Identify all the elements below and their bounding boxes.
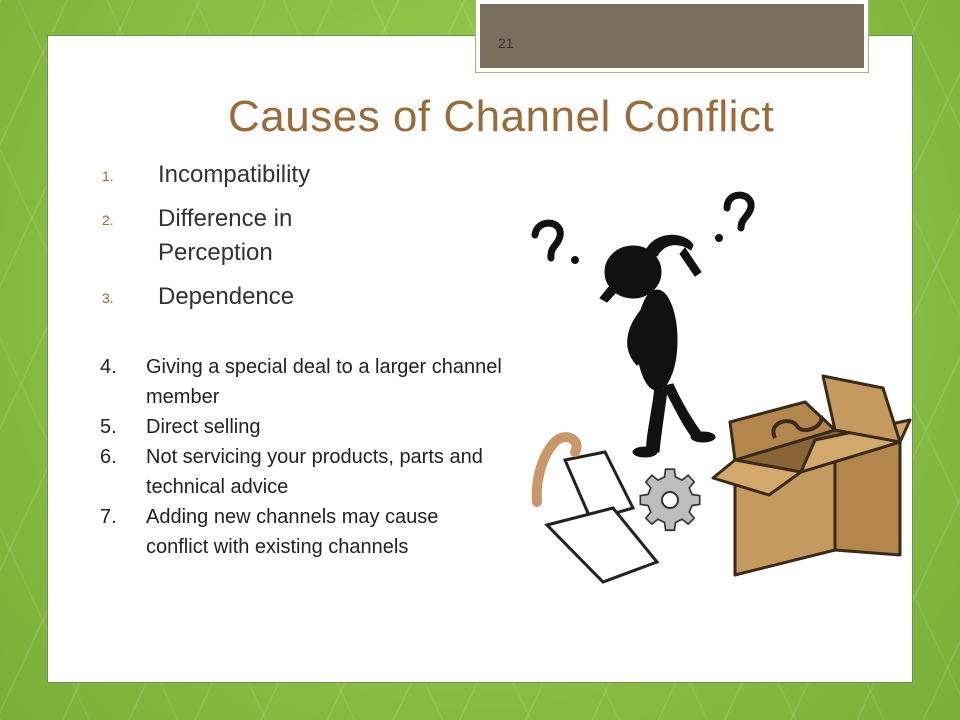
list-item: 2. Difference in Perception xyxy=(102,202,402,270)
list-item: 1. Incompatibility xyxy=(102,158,402,192)
list-item-number: 3. xyxy=(102,290,114,306)
gear-icon xyxy=(639,468,701,532)
primary-list: 1. Incompatibility 2. Difference in Perc… xyxy=(102,158,402,324)
list-item-number: 5. xyxy=(100,416,117,438)
list-item-number: 2. xyxy=(102,212,114,228)
list-item: 5. Direct selling xyxy=(100,412,570,442)
list-item-text: Dependence xyxy=(158,283,295,310)
list-item: 6. Not servicing your products, parts an… xyxy=(100,442,570,502)
list-item-text: Adding new channels may cause conflict w… xyxy=(146,506,439,558)
slide-panel xyxy=(47,35,913,683)
cardboard-box-icon xyxy=(711,374,912,577)
page-number: 21 xyxy=(498,35,514,51)
confused-figure-icon xyxy=(599,234,716,458)
paper-icon xyxy=(562,450,636,522)
list-item: 7. Adding new channels may cause conflic… xyxy=(100,502,570,562)
question-mark-icon xyxy=(531,219,564,262)
cane-icon xyxy=(531,432,582,507)
list-item-text: Incompatibility xyxy=(158,161,311,188)
question-mark-icon xyxy=(723,191,755,232)
list-item-number: 1. xyxy=(102,168,114,184)
list-item-number: 4. xyxy=(100,356,117,378)
slide-title: Causes of Channel Conflict xyxy=(228,92,775,141)
confused-person-illustration xyxy=(531,191,912,584)
list-item-number: 7. xyxy=(100,506,117,528)
list-item-text: Not servicing your products, parts and t… xyxy=(146,446,483,498)
list-item: 4. Giving a special deal to a larger cha… xyxy=(100,352,570,412)
page-number-tab xyxy=(475,0,869,73)
list-item-text: Direct selling xyxy=(146,416,261,438)
list-item: 3. Dependence xyxy=(102,280,402,314)
paper-icon xyxy=(544,506,660,584)
secondary-list: 4. Giving a special deal to a larger cha… xyxy=(100,352,570,562)
list-item-text: Giving a special deal to a larger channe… xyxy=(146,356,502,408)
list-item-number: 6. xyxy=(100,446,117,468)
list-item-text: Difference in Perception xyxy=(158,205,293,266)
